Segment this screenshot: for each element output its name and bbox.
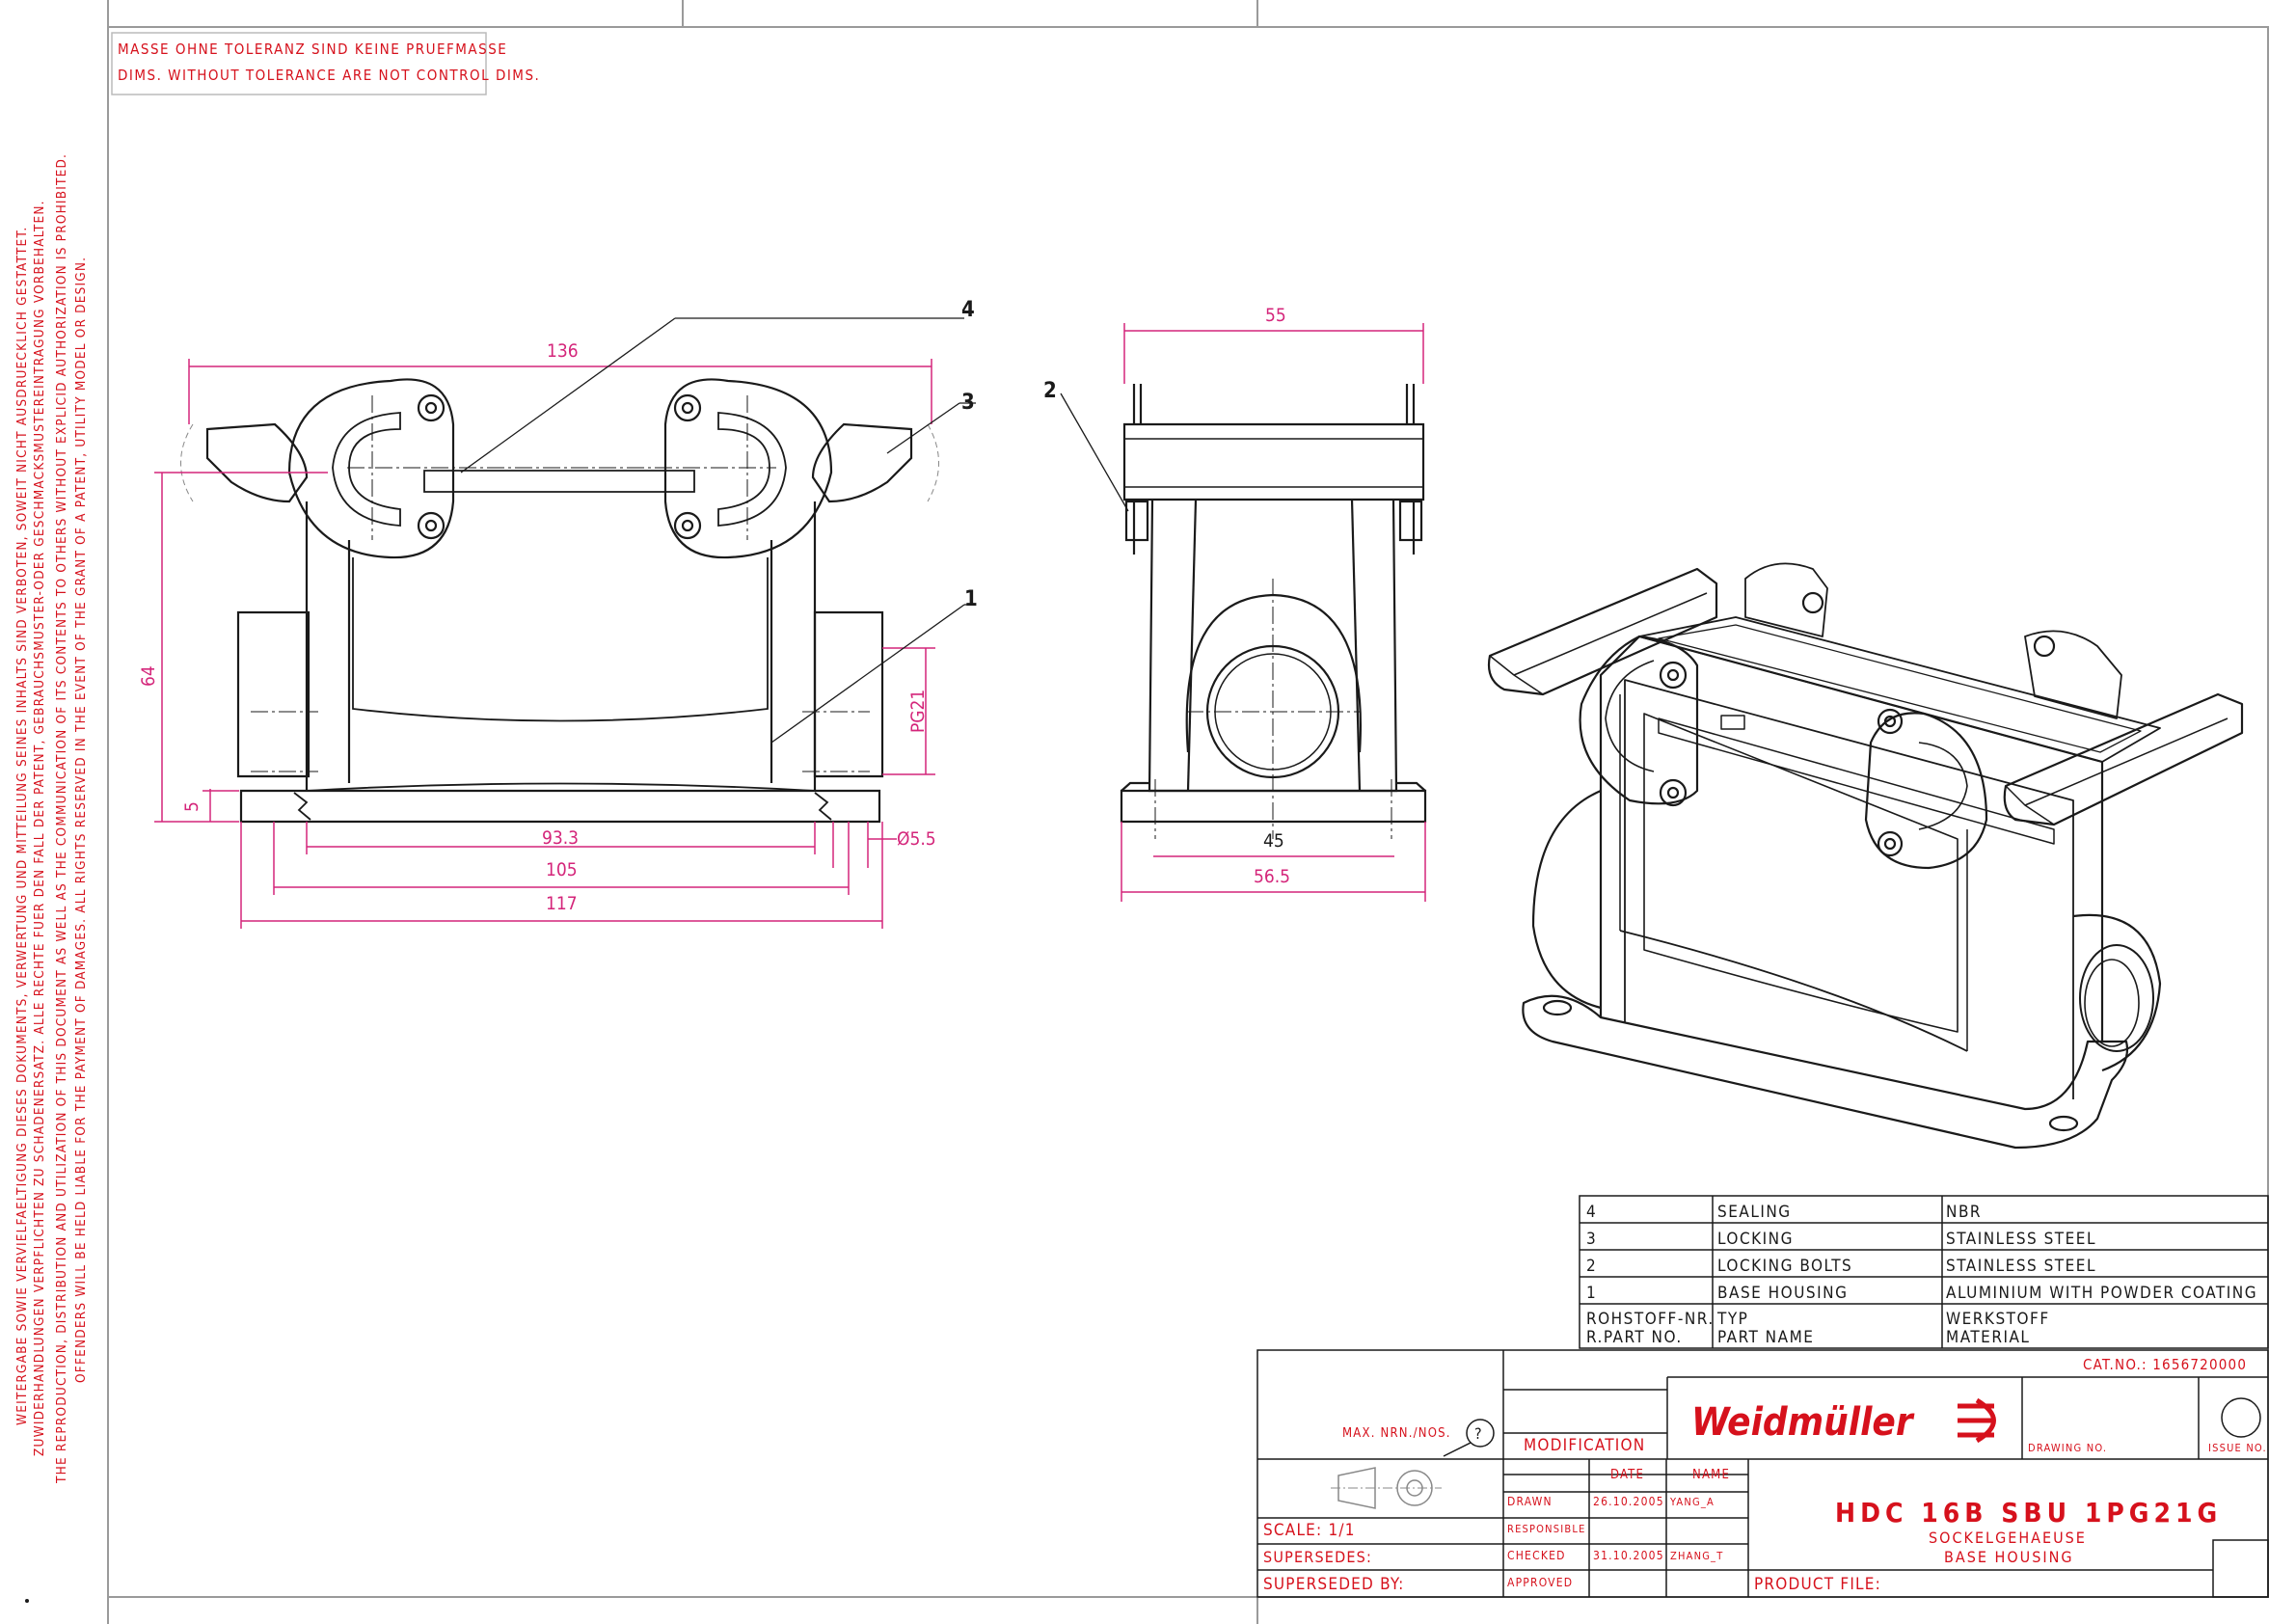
- help-symbol-text: ?: [1474, 1424, 1482, 1443]
- dim-inner-length: 93.3: [542, 827, 579, 849]
- dim-pg: PG21: [907, 690, 929, 733]
- tolerance-note-de: MASSE OHNE TOLERANZ SIND KEINE PRUEFMASS…: [118, 41, 507, 58]
- dim-height: 64: [138, 665, 159, 687]
- parts-row-4-no: 1: [1586, 1284, 1597, 1303]
- projection-symbol-icon: [1331, 1467, 1442, 1509]
- side-view-dimensions: [1121, 323, 1426, 902]
- legal-notice: WEITERGABE SOWIE VERVIELFAELTIGUNG DIESE…: [14, 153, 89, 1484]
- sheet-frame: [107, 0, 2269, 1624]
- name-header: NAME: [1692, 1468, 1730, 1482]
- parts-row-3-type: LOCKING BOLTS: [1717, 1257, 1852, 1276]
- dim-base-length: 117: [546, 893, 578, 914]
- parts-row-1-type: SEALING: [1717, 1203, 1792, 1222]
- issue-no-label: ISSUE NO.: [2208, 1442, 2267, 1454]
- drawing-no-label: DRAWING NO.: [2028, 1442, 2107, 1454]
- parts-row-1-material: NBR: [1946, 1203, 1982, 1222]
- isometric-view: [1487, 562, 2244, 1150]
- title-block: MAX. NRN./NOS. MODIFICATION DATE NAME DR…: [1256, 1349, 2269, 1598]
- product-name: HDC 16B SBU 1PG21G: [1835, 1497, 2222, 1529]
- description-en: BASE HOUSING: [1944, 1548, 2074, 1566]
- brand-wordmark: Weidmüller: [1691, 1400, 1915, 1445]
- cat-no: CAT.NO.: 1656720000: [2083, 1356, 2247, 1373]
- balloon-4: 4: [961, 298, 975, 322]
- parts-header-type-de: TYP: [1716, 1310, 1748, 1329]
- help-symbol-icon: ?: [1443, 1419, 1495, 1457]
- dim-base-height: 5: [181, 801, 203, 812]
- dim-hole-dia: Ø5.5: [897, 828, 936, 850]
- legal-notice-line-1: WEITERGABE SOWIE VERVIELFAELTIGUNG DIESE…: [14, 227, 30, 1425]
- parts-row-2-no: 3: [1586, 1230, 1597, 1249]
- weidmuller-logo: Weidmüller: [1691, 1397, 1996, 1445]
- parts-header-type-en: PART NAME: [1717, 1328, 1814, 1347]
- checked-date: 31.10.2005: [1593, 1549, 1664, 1562]
- drawn-name: YANG_A: [1669, 1496, 1715, 1508]
- modification-label: MODIFICATION: [1524, 1436, 1645, 1455]
- approved-label: APPROVED: [1507, 1576, 1573, 1589]
- parts-row-4-material: ALUMINIUM WITH POWDER COATING: [1946, 1284, 2257, 1303]
- brand-mark-icon: [1958, 1397, 1996, 1444]
- side-view: [1120, 384, 1427, 839]
- balloon-labels: 4 3 1 2: [961, 298, 1057, 611]
- date-header: DATE: [1610, 1468, 1644, 1482]
- tolerance-note-en: DIMS. WITHOUT TOLERANCE ARE NOT CONTROL …: [118, 67, 540, 84]
- parts-header-no-de: ROHSTOFF-NR.: [1586, 1310, 1715, 1329]
- parts-row-3-no: 2: [1586, 1257, 1597, 1276]
- parts-header-mat-en: MATERIAL: [1946, 1328, 2030, 1347]
- legal-notice-line-3: THE REPRODUCTION, DISTRIBUTION AND UTILI…: [54, 153, 69, 1484]
- front-view-dimensions: [154, 359, 935, 929]
- parts-header-no-en: R.PART NO.: [1586, 1328, 1683, 1347]
- max-nrn-label: MAX. NRN./NOS.: [1342, 1426, 1451, 1441]
- parts-list: 4 SEALING NBR 3 LOCKING STAINLESS STEEL …: [1579, 1195, 2269, 1349]
- issue-circle-icon: [2221, 1397, 2261, 1438]
- stray-dot: [25, 1599, 29, 1603]
- legal-notice-line-4: OFFENDERS WILL BE HELD LIABLE FOR THE PA…: [73, 257, 89, 1383]
- parts-row-2-material: STAINLESS STEEL: [1946, 1230, 2096, 1249]
- responsible-label: RESPONSIBLE: [1507, 1523, 1586, 1535]
- product-file-label: PRODUCT FILE:: [1754, 1575, 1881, 1594]
- dim-top-width: 55: [1265, 305, 1286, 326]
- drawn-label: DRAWN: [1507, 1495, 1553, 1508]
- parts-header-mat-de: WERKSTOFF: [1946, 1310, 2050, 1329]
- dim-hole-spacing: 105: [546, 859, 578, 880]
- checked-label: CHECKED: [1507, 1549, 1566, 1562]
- checked-name: ZHANG_T: [1670, 1550, 1723, 1562]
- balloon-2: 2: [1043, 379, 1057, 403]
- tolerance-note: MASSE OHNE TOLERANZ SIND KEINE PRUEFMASS…: [111, 32, 540, 95]
- parts-row-3-material: STAINLESS STEEL: [1946, 1257, 2096, 1276]
- dim-overall-width: 136: [547, 340, 579, 362]
- side-view-dimension-labels: 55 45 56.5: [1254, 305, 1290, 887]
- parts-row-4-type: BASE HOUSING: [1717, 1284, 1848, 1303]
- dim-side-hole-spacing: 45: [1263, 830, 1284, 852]
- parts-row-2-type: LOCKING: [1717, 1230, 1794, 1249]
- balloon-1: 1: [964, 587, 978, 611]
- parts-row-1-no: 4: [1586, 1203, 1597, 1222]
- balloon-3: 3: [961, 391, 975, 415]
- legal-notice-line-2: ZUWIDERHANDLUNGEN VERPFLICHTEN ZU SCHADE…: [32, 200, 47, 1456]
- drawn-date: 26.10.2005: [1593, 1495, 1664, 1508]
- front-view-dimension-labels: 136 64 5 PG21 93.3 105 117 Ø5.5: [138, 340, 936, 914]
- balloon-leaders: [460, 317, 1129, 744]
- superseded-by-label: SUPERSEDED BY:: [1263, 1575, 1404, 1594]
- description-de: SOCKELGEHAEUSE: [1929, 1529, 2087, 1547]
- dim-side-base-width: 56.5: [1254, 866, 1290, 887]
- supersedes-label: SUPERSEDES:: [1263, 1548, 1372, 1566]
- scale-label: SCALE: 1/1: [1263, 1521, 1356, 1540]
- front-view: [180, 378, 939, 824]
